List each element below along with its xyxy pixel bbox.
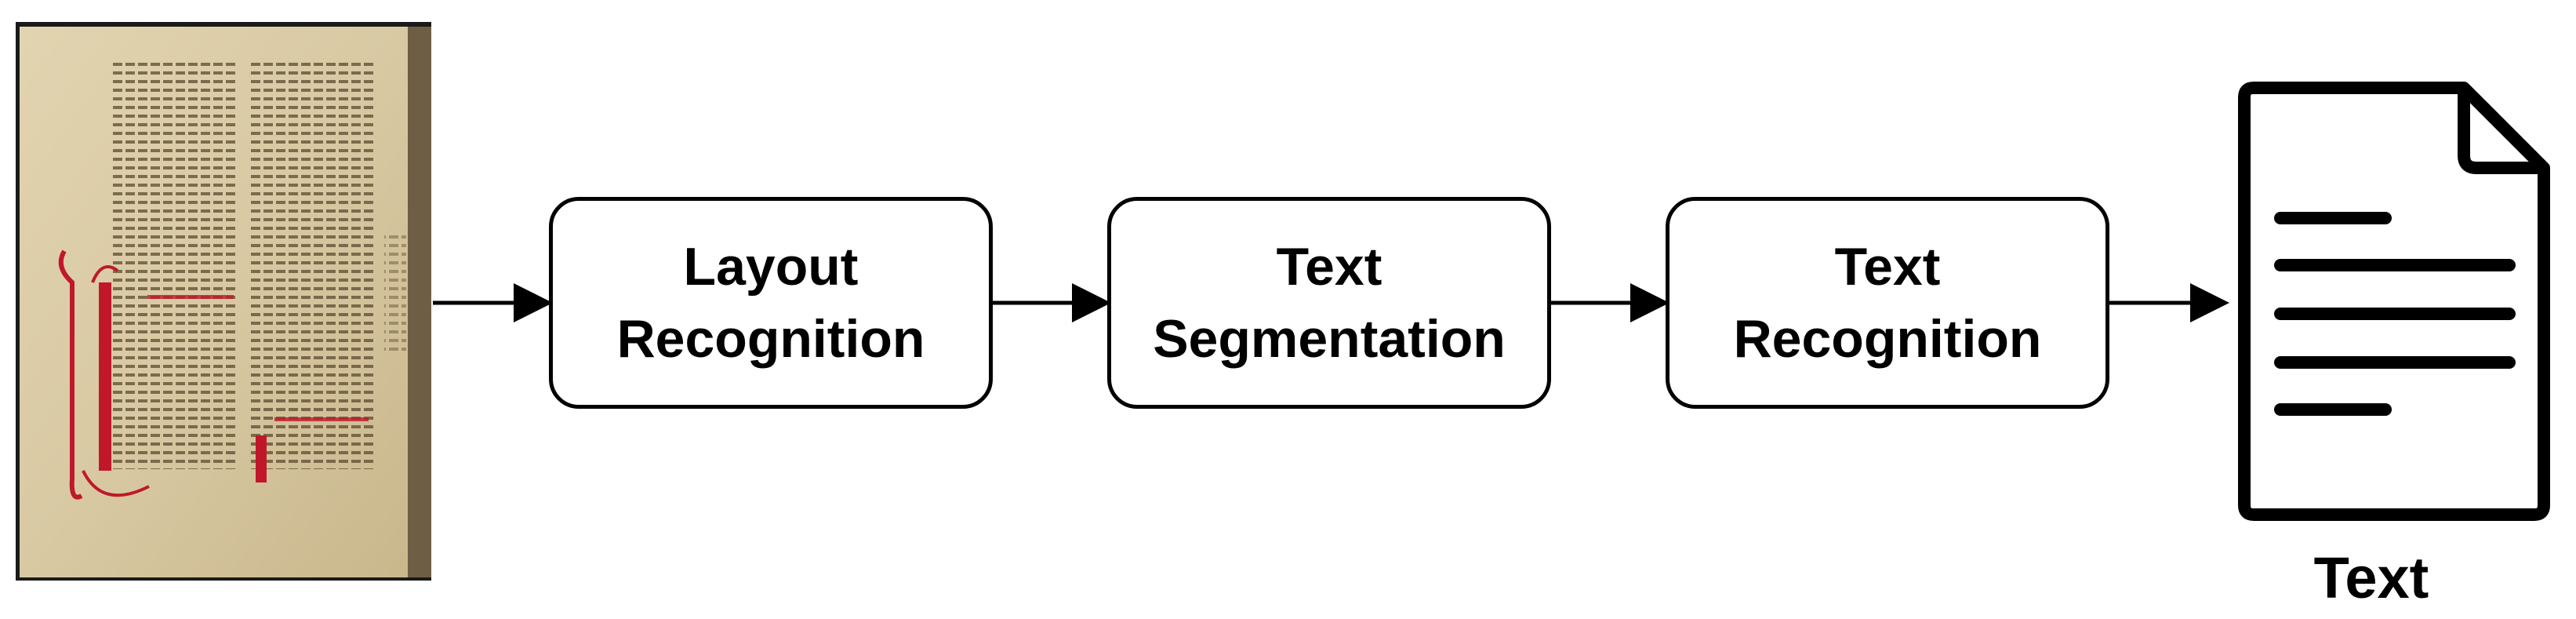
node-box xyxy=(1666,197,2109,409)
node-label-line1: Text xyxy=(1834,237,1941,297)
output-caption: Text xyxy=(2313,545,2429,610)
text-recognition-node: Text Recognition xyxy=(1666,197,2109,409)
node-label: Layout Recognition xyxy=(549,197,993,409)
node-label-line1: Layout xyxy=(683,237,859,297)
node-label-line2: Segmentation xyxy=(1153,309,1506,369)
node-label-line2: Recognition xyxy=(1733,309,2042,369)
node-label-line1: Text xyxy=(1276,237,1382,297)
node-label: Text Segmentation xyxy=(1107,197,1551,409)
manuscript-page-icon xyxy=(16,22,431,581)
node-box xyxy=(549,197,993,409)
node-label: Text Recognition xyxy=(1666,197,2109,409)
node-box xyxy=(1107,197,1551,409)
text-segmentation-node: Text Segmentation xyxy=(1107,197,1551,409)
node-label-line2: Recognition xyxy=(616,309,925,369)
text-document-icon xyxy=(2238,82,2550,521)
layout-recognition-node: Layout Recognition xyxy=(549,197,993,409)
